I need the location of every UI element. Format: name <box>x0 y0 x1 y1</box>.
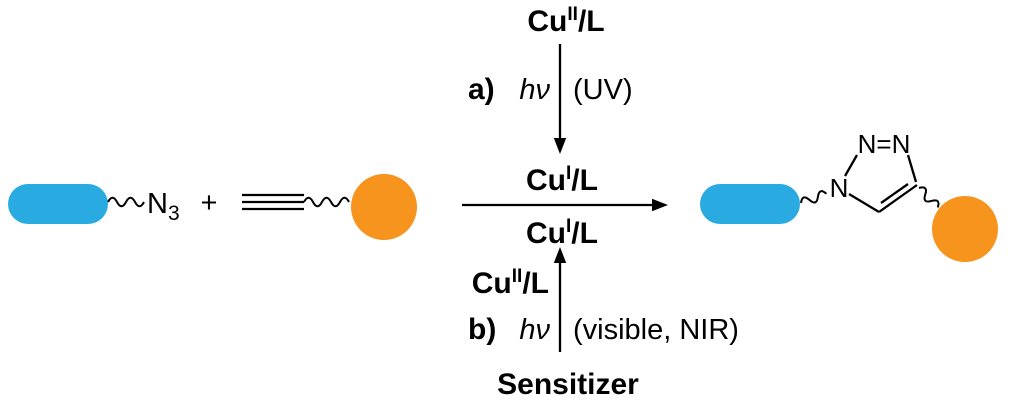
pathway-b-light-label: hν <box>519 314 550 346</box>
squiggle-bond-product-right <box>918 186 940 208</box>
pathway-a-light-label: hν <box>519 74 550 106</box>
polymer-block-blue-left <box>8 184 108 224</box>
sensitizer-label: Sensitizer <box>497 368 639 401</box>
pathway-a-arrow-head <box>553 138 567 154</box>
precatalyst-label-a: CuII/L <box>527 4 604 38</box>
pathway-b-arrow-head <box>553 247 567 263</box>
pathway-b-group: CuII/L b) hν (visible, NIR) Sensitizer <box>468 247 739 401</box>
azide-label: N3 <box>147 188 180 225</box>
catalyst-label-above-arrow: CuI/L <box>526 163 598 197</box>
bond-n1-n2 <box>844 154 858 177</box>
bond-c4-c5-outer <box>878 184 918 213</box>
plus-sign: + <box>201 187 218 219</box>
pathway-b-label: b) <box>468 313 496 346</box>
triazole-ring <box>844 154 918 213</box>
particle-orange-left <box>351 174 417 240</box>
polymer-block-blue-right <box>700 184 800 224</box>
pathway-b-wavelength-label: (visible, NIR) <box>573 314 739 346</box>
pathway-a-wavelength-label: (UV) <box>573 74 633 106</box>
catalyst-label-below-arrow: CuI/L <box>526 216 598 250</box>
bond-n3-c4 <box>906 154 918 183</box>
main-reaction-arrow <box>462 198 668 212</box>
particle-orange-right <box>932 196 998 262</box>
triazole-n1-label: N <box>830 173 849 203</box>
triazole-n2n3-label: N=N <box>858 129 911 159</box>
reactant-azide-group: N3 <box>8 184 180 225</box>
bond-c4-c5-inner <box>880 183 909 204</box>
squiggle-bond-product-left <box>800 190 828 204</box>
bond-c5-n1 <box>848 193 880 213</box>
product-group: N=N N <box>700 129 998 262</box>
precatalyst-label-b: CuII/L <box>472 266 549 300</box>
main-arrow-head <box>652 198 668 212</box>
pathway-a-label: a) <box>468 73 495 106</box>
pathway-a-group: CuII/L a) hν (UV) <box>468 4 633 154</box>
squiggle-bond-azide <box>107 196 145 208</box>
squiggle-bond-alkyne <box>303 196 350 208</box>
reactant-alkyne-group <box>242 193 350 211</box>
